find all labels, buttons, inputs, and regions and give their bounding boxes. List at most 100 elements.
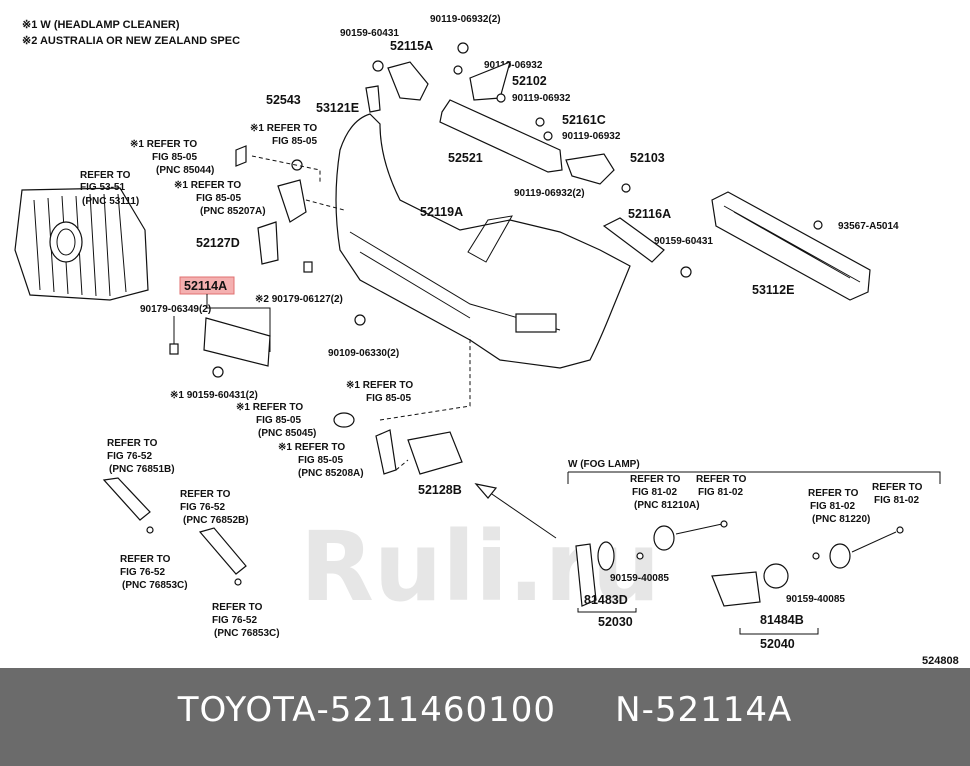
- svg-text:※1 REFER TO: ※1 REFER TO: [236, 402, 303, 413]
- label-90119-06932-a: 90119-06932: [484, 60, 543, 71]
- label-52543: 52543: [266, 93, 301, 107]
- clip-90159-60431-right: [680, 266, 692, 278]
- refer-fig-85-05-b: ※1 REFER TO FIG 85-05: [250, 123, 317, 147]
- svg-text:(PNC 85045): (PNC 85045): [258, 428, 316, 439]
- svg-text:REFER TO: REFER TO: [120, 554, 171, 565]
- svg-text:(PNC 76853C): (PNC 76853C): [214, 628, 280, 639]
- label-81484B: 81484B: [760, 613, 804, 627]
- fog-cover-52128B: [407, 431, 463, 475]
- arrow-head: [474, 483, 498, 499]
- svg-text:REFER TO: REFER TO: [630, 474, 681, 485]
- svg-text:FIG 85-05: FIG 85-05: [272, 136, 317, 147]
- washer-cap: [235, 145, 247, 167]
- radiator-grille-illustration: [14, 187, 149, 301]
- footer-separator-1: -: [316, 690, 330, 730]
- highlighted-part-52114A: 52114A: [179, 276, 235, 295]
- bolt-90119-06932-2-bot: [621, 183, 631, 193]
- label-52030: 52030: [598, 615, 633, 629]
- svg-text:※1 REFER TO: ※1 REFER TO: [174, 180, 241, 191]
- svg-text:※1 REFER TO: ※1 REFER TO: [278, 442, 345, 453]
- label-90119-06932-2-top: 90119-06932(2): [430, 14, 501, 25]
- label-81483D: 81483D: [584, 593, 628, 607]
- bracket-52127D: [257, 221, 279, 265]
- license-plate-bracket-52114A: [203, 317, 271, 367]
- refer-fig-53-51: REFER TO FIG 53-51 (PNC 53111): [80, 170, 139, 207]
- label-52128B: 52128B: [418, 483, 462, 497]
- fog-bulb-left: [653, 525, 675, 551]
- svg-text:(PNC 81220): (PNC 81220): [812, 514, 870, 525]
- retainer-52543: [365, 85, 381, 113]
- footer-brand: TOYOTA: [177, 690, 317, 730]
- svg-text:(PNC 85044): (PNC 85044): [156, 165, 214, 176]
- refer-fig-81-02-d: REFER TO FIG 81-02: [872, 482, 923, 506]
- screw-90159-60431: [212, 366, 224, 378]
- bumper-cover-52119A: [335, 113, 631, 369]
- label-52521: 52521: [448, 151, 483, 165]
- refer-fig-85-05-pnc-85207A: ※1 REFER TO FIG 85-05 (PNC 85207A): [174, 180, 266, 217]
- footer-n-label: N: [615, 690, 642, 730]
- bolt-90109-06330: [354, 314, 366, 326]
- refer-fig-76-52-pnc-76853C-b: REFER TO FIG 76-52 (PNC 76853C): [212, 602, 280, 639]
- svg-text:FIG 85-05: FIG 85-05: [298, 455, 343, 466]
- clip-76853C-a: [146, 526, 154, 534]
- footer-part-number: 5211460100: [329, 690, 557, 730]
- label-52161C: 52161C: [562, 113, 606, 127]
- svg-text:(PNC 85207A): (PNC 85207A): [200, 206, 266, 217]
- refer-fig-85-05-pnc-85045: ※1 REFER TO FIG 85-05 (PNC 85045): [236, 402, 316, 439]
- svg-text:FIG 76-52: FIG 76-52: [180, 502, 225, 513]
- label-52116A: 52116A: [628, 207, 671, 221]
- label-53112E: 53112E: [752, 283, 794, 297]
- label-90159-60431-bot: ※1 90159-60431(2): [170, 390, 258, 401]
- lower-grille-53112E: [711, 191, 871, 301]
- svg-text:FIG 53-51: FIG 53-51: [80, 182, 125, 193]
- label-90159-60431-right: 90159-60431: [654, 236, 713, 247]
- label-90119-06932-2-bot: 90119-06932(2): [514, 188, 585, 199]
- label-53121E: 53121E: [316, 101, 359, 115]
- label-90119-06932-b: 90119-06932: [512, 93, 571, 104]
- footer-caption: TOYOTA - 5211460100 N - 52114A: [0, 690, 970, 730]
- grille-52116A: [602, 217, 665, 263]
- bolt-90119-06932-a: [453, 65, 463, 75]
- screw-93567-A5014: [813, 220, 823, 230]
- svg-text:FIG 76-52: FIG 76-52: [107, 451, 152, 462]
- fog-lamp-unit-right: [763, 563, 789, 589]
- bolt-90119-06932: [457, 42, 469, 54]
- socket-81220: [896, 526, 904, 534]
- svg-text:(PNC 81210A): (PNC 81210A): [634, 500, 700, 511]
- footer-gap: [556, 690, 615, 730]
- label-52127D: 52127D: [196, 236, 240, 250]
- svg-text:※1 REFER TO: ※1 REFER TO: [346, 380, 413, 391]
- svg-text:REFER TO: REFER TO: [107, 438, 158, 449]
- bolt-52161C: [535, 117, 545, 127]
- diagram-number: 524808: [922, 655, 959, 667]
- refer-fig-81-02-pnc-81210A: REFER TO FIG 81-02 (PNC 81210A): [630, 474, 700, 511]
- svg-text:FIG 81-02: FIG 81-02: [874, 495, 919, 506]
- svg-text:(PNC 76852B): (PNC 76852B): [183, 515, 249, 526]
- fog-bezel-81484B: [711, 571, 761, 607]
- svg-text:FIG 76-52: FIG 76-52: [120, 567, 165, 578]
- refer-fig-81-02-pnc-81220: REFER TO FIG 81-02 (PNC 81220): [808, 488, 870, 525]
- svg-text:FIG 85-05: FIG 85-05: [152, 152, 197, 163]
- svg-text:(PNC 85208A): (PNC 85208A): [298, 468, 364, 479]
- reinforcement-52521: [439, 99, 563, 173]
- label-90159-40085-a: 90159-40085: [610, 573, 669, 584]
- label-52114A: 52114A: [184, 279, 227, 293]
- svg-text:FIG 85-05: FIG 85-05: [196, 193, 241, 204]
- label-90159-40085-b: 90159-40085: [786, 594, 845, 605]
- label-90119-06932-c: 90119-06932: [562, 131, 621, 142]
- washer-cover: [333, 412, 355, 428]
- clip-90159-60431: [372, 60, 384, 72]
- fog-bezel-81483D: [575, 543, 597, 607]
- svg-text:REFER TO: REFER TO: [212, 602, 263, 613]
- refer-fig-76-52-pnc-76853C-a: REFER TO FIG 76-52 (PNC 76853C): [120, 554, 188, 591]
- svg-text:※1 REFER TO: ※1 REFER TO: [130, 139, 197, 150]
- note-headlamp-cleaner: ※1 W (HEADLAMP CLEANER): [22, 19, 180, 31]
- fog-bulb-right: [829, 543, 851, 569]
- fog-lamp-unit-left: [597, 541, 615, 571]
- label-52103: 52103: [630, 151, 665, 165]
- footer-bar: [0, 668, 970, 766]
- footer-separator-2: -: [641, 690, 655, 730]
- fog-lamp-bracket: [567, 471, 941, 484]
- svg-text:REFER TO: REFER TO: [808, 488, 859, 499]
